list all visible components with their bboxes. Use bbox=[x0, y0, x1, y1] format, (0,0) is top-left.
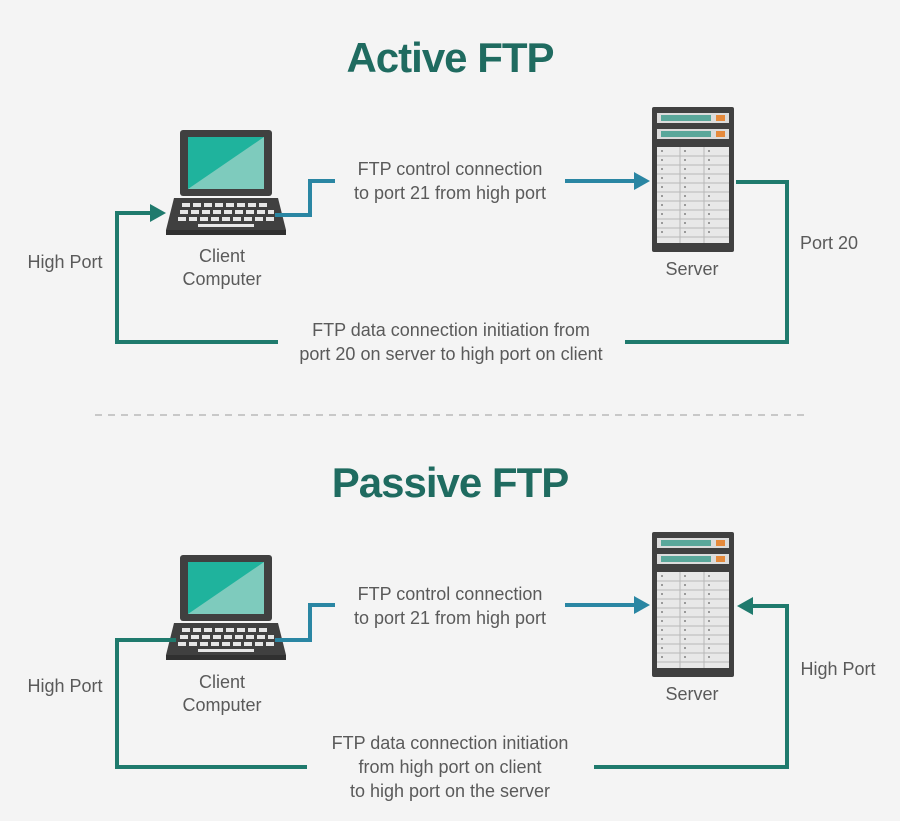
laptop-icon bbox=[166, 130, 286, 235]
passive-data-arrowhead bbox=[737, 597, 753, 615]
active-data-text-1: FTP data connection initiation from bbox=[312, 320, 590, 340]
active-data-arrowhead bbox=[150, 204, 166, 222]
active-client-port: High Port bbox=[27, 252, 102, 272]
active-data-line-left bbox=[115, 211, 278, 344]
passive-client-port: High Port bbox=[27, 676, 102, 696]
passive-server-port: High Port bbox=[800, 659, 875, 679]
active-server-port: Port 20 bbox=[800, 233, 858, 253]
active-ftp-section: Active FTP Client Computer Server FTP co… bbox=[27, 34, 858, 364]
active-control-line bbox=[275, 179, 335, 217]
passive-data-text-1: FTP data connection initiation bbox=[332, 733, 569, 753]
active-title: Active FTP bbox=[346, 34, 553, 81]
active-control-arrowhead bbox=[634, 172, 650, 190]
passive-title: Passive FTP bbox=[332, 459, 568, 506]
active-client-label-2: Computer bbox=[182, 269, 261, 289]
passive-data-text-2: from high port on client bbox=[358, 757, 541, 777]
active-client-label: Client bbox=[199, 246, 245, 266]
active-server-label: Server bbox=[665, 259, 718, 279]
passive-client-label: Client bbox=[199, 672, 245, 692]
laptop-icon bbox=[166, 555, 286, 660]
passive-data-text-3: to high port on the server bbox=[350, 781, 550, 801]
active-data-line-right bbox=[625, 180, 789, 344]
passive-control-line bbox=[275, 603, 335, 642]
active-control-text-2: to port 21 from high port bbox=[354, 183, 546, 203]
passive-control-arrowhead bbox=[634, 596, 650, 614]
active-control-text-1: FTP control connection bbox=[358, 159, 543, 179]
passive-control-text-2: to port 21 from high port bbox=[354, 608, 546, 628]
server-rack-icon bbox=[651, 106, 735, 253]
passive-control-text-1: FTP control connection bbox=[358, 584, 543, 604]
passive-ftp-section: Passive FTP Client Computer Server FTP c… bbox=[27, 459, 875, 801]
passive-client-label-2: Computer bbox=[182, 695, 261, 715]
passive-data-line-left bbox=[115, 638, 307, 769]
passive-server-label: Server bbox=[665, 684, 718, 704]
server-rack-icon bbox=[651, 531, 735, 678]
active-data-text-2: port 20 on server to high port on client bbox=[299, 344, 602, 364]
passive-data-line-right bbox=[594, 604, 789, 769]
